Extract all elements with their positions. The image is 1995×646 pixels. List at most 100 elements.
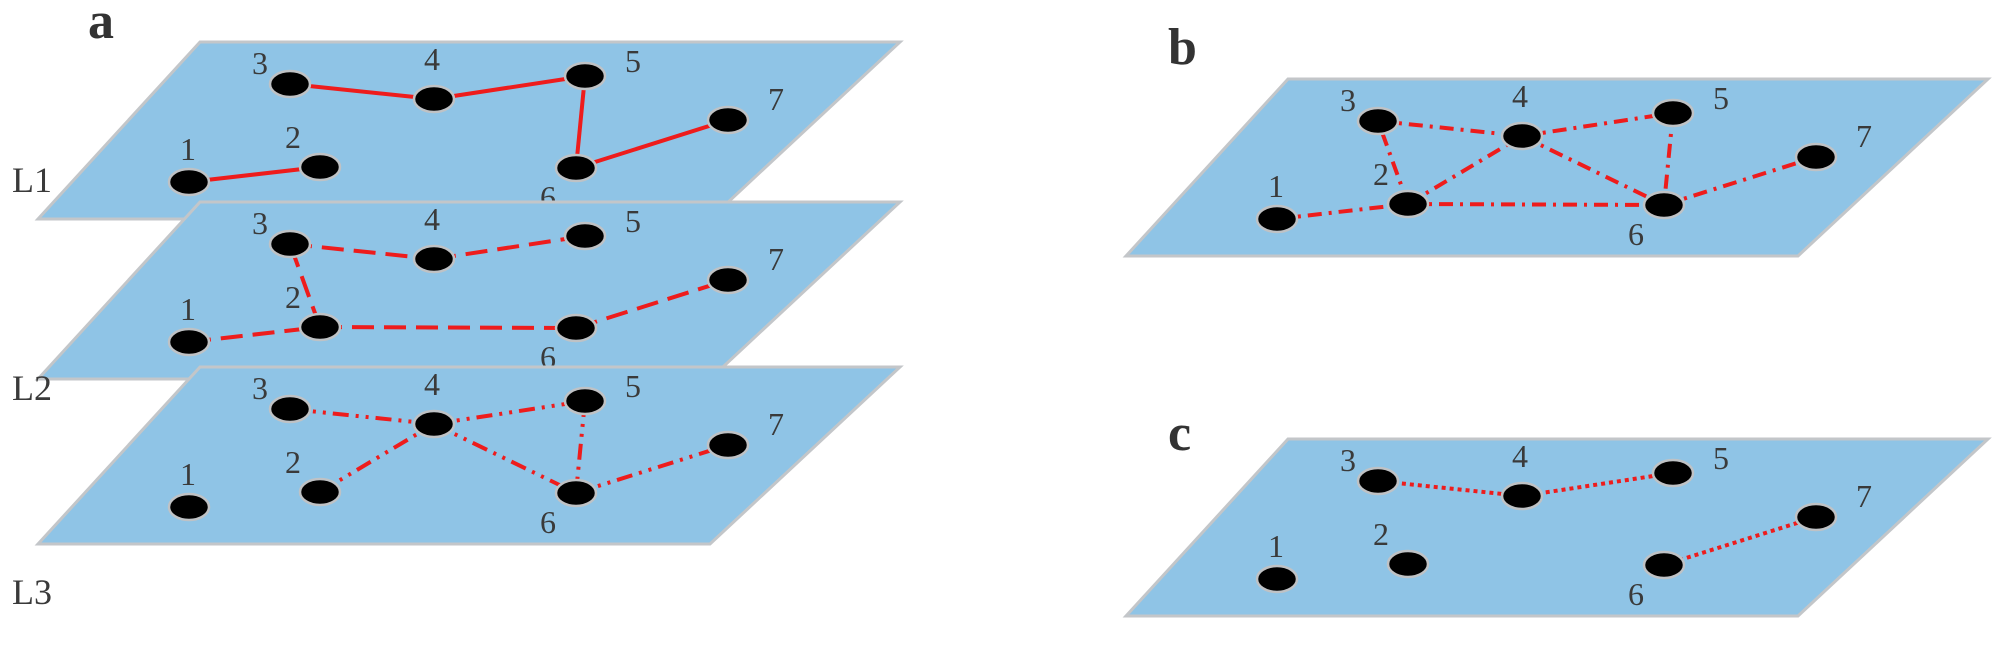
node-b-5	[1651, 98, 1695, 128]
node-l2-3	[268, 229, 312, 259]
node-label-l3-2: 2	[285, 444, 301, 480]
node-label-l1-3: 3	[252, 45, 268, 81]
edge-l2-3-4	[289, 242, 435, 261]
node-l3-1	[167, 492, 211, 522]
node-label-l3-5: 5	[625, 368, 641, 404]
panel-label-a: a	[88, 0, 114, 50]
edge-b-2-4	[1406, 134, 1524, 206]
node-label-l1-5: 5	[625, 43, 641, 79]
node-l1-1	[167, 167, 211, 197]
edge-l1-3-4	[289, 82, 435, 101]
layer-l3: 1 2 3 4 5 6 7L3	[12, 365, 904, 612]
node-l3-5	[563, 386, 607, 416]
node-c-4	[1500, 481, 1544, 511]
node-label-l2-5: 5	[625, 203, 641, 239]
node-label-b-3: 3	[1340, 82, 1356, 118]
edge-c-3-4	[1377, 479, 1523, 498]
node-c-1	[1255, 564, 1299, 594]
edge-l1-1-2	[188, 165, 321, 184]
node-l1-4	[412, 84, 456, 114]
node-label-b-6: 6	[1628, 216, 1644, 252]
panel-label-b: b	[1168, 19, 1197, 76]
node-l2-5	[563, 221, 607, 251]
edge-b-6-7	[1663, 155, 1817, 207]
node-c-6	[1642, 550, 1686, 580]
node-b-1	[1255, 204, 1299, 234]
edge-l3-4-6	[433, 422, 577, 495]
edge-b-3-4	[1377, 119, 1523, 138]
edge-b-4-5	[1521, 111, 1674, 138]
node-label-c-5: 5	[1713, 440, 1729, 476]
node-label-l1-1: 1	[180, 131, 196, 167]
node-l2-6	[554, 313, 598, 343]
node-b-4	[1500, 121, 1544, 151]
node-l3-4	[412, 409, 456, 439]
node-l3-2	[298, 477, 342, 507]
node-label-l3-7: 7	[768, 406, 784, 442]
node-l1-2	[298, 152, 342, 182]
panel-label-c: c	[1168, 405, 1191, 462]
edge-l2-4-5	[433, 234, 586, 261]
node-label-l3-3: 3	[252, 370, 268, 406]
layer-plane-b	[1122, 77, 1992, 258]
node-label-b-7: 7	[1856, 118, 1872, 154]
node-label-l2-3: 3	[252, 205, 268, 241]
node-l1-6	[554, 153, 598, 183]
node-label-l1-7: 7	[768, 81, 784, 117]
edge-l1-5-6	[574, 75, 587, 169]
layer-plane-l3	[34, 365, 904, 546]
node-label-l1-2: 2	[285, 119, 301, 155]
node-label-l3-1: 1	[180, 456, 196, 492]
node-label-b-5: 5	[1713, 80, 1729, 116]
node-c-3	[1356, 466, 1400, 496]
node-c-2	[1386, 549, 1430, 579]
edge-l3-4-5	[433, 399, 586, 426]
node-c-5	[1651, 458, 1695, 488]
layer-plane-l2	[34, 200, 904, 381]
node-label-l2-2: 2	[285, 279, 301, 315]
node-c-7	[1794, 502, 1838, 532]
layer-plane-l1	[34, 40, 904, 221]
node-l1-5	[563, 61, 607, 91]
edge-b-4-6	[1521, 134, 1665, 207]
node-label-c-3: 3	[1340, 442, 1356, 478]
node-label-c-1: 1	[1268, 528, 1284, 564]
edge-l2-1-2	[188, 325, 321, 344]
node-label-b-4: 4	[1512, 78, 1528, 114]
edge-l1-6-7	[575, 118, 729, 170]
edge-l3-2-4	[318, 422, 436, 494]
node-l2-1	[167, 327, 211, 357]
layer-label-l3: L3	[12, 572, 52, 612]
edge-l2-2-6	[319, 325, 577, 330]
node-label-l3-4: 4	[424, 366, 440, 402]
node-b-6	[1642, 190, 1686, 220]
layer-label-l2: L2	[12, 368, 52, 408]
layer-label-l1: L1	[12, 160, 52, 200]
node-label-c-2: 2	[1373, 516, 1389, 552]
edge-l3-6-7	[575, 443, 729, 495]
node-b-3	[1356, 106, 1400, 136]
edge-l2-6-7	[575, 278, 729, 330]
node-l3-6	[554, 478, 598, 508]
node-label-l3-6: 6	[540, 504, 556, 540]
node-label-l1-4: 4	[424, 41, 440, 77]
node-l2-2	[298, 312, 342, 342]
edge-c-6-7	[1663, 515, 1817, 567]
node-label-l2-1: 1	[180, 291, 196, 327]
layer-plane-c	[1122, 437, 1992, 618]
node-label-l2-7: 7	[768, 241, 784, 277]
edge-l1-4-5	[433, 74, 586, 101]
edge-l3-3-4	[289, 407, 435, 426]
node-l2-7	[706, 265, 750, 295]
node-label-c-7: 7	[1856, 478, 1872, 514]
node-b-2	[1386, 189, 1430, 219]
node-l2-4	[412, 244, 456, 274]
